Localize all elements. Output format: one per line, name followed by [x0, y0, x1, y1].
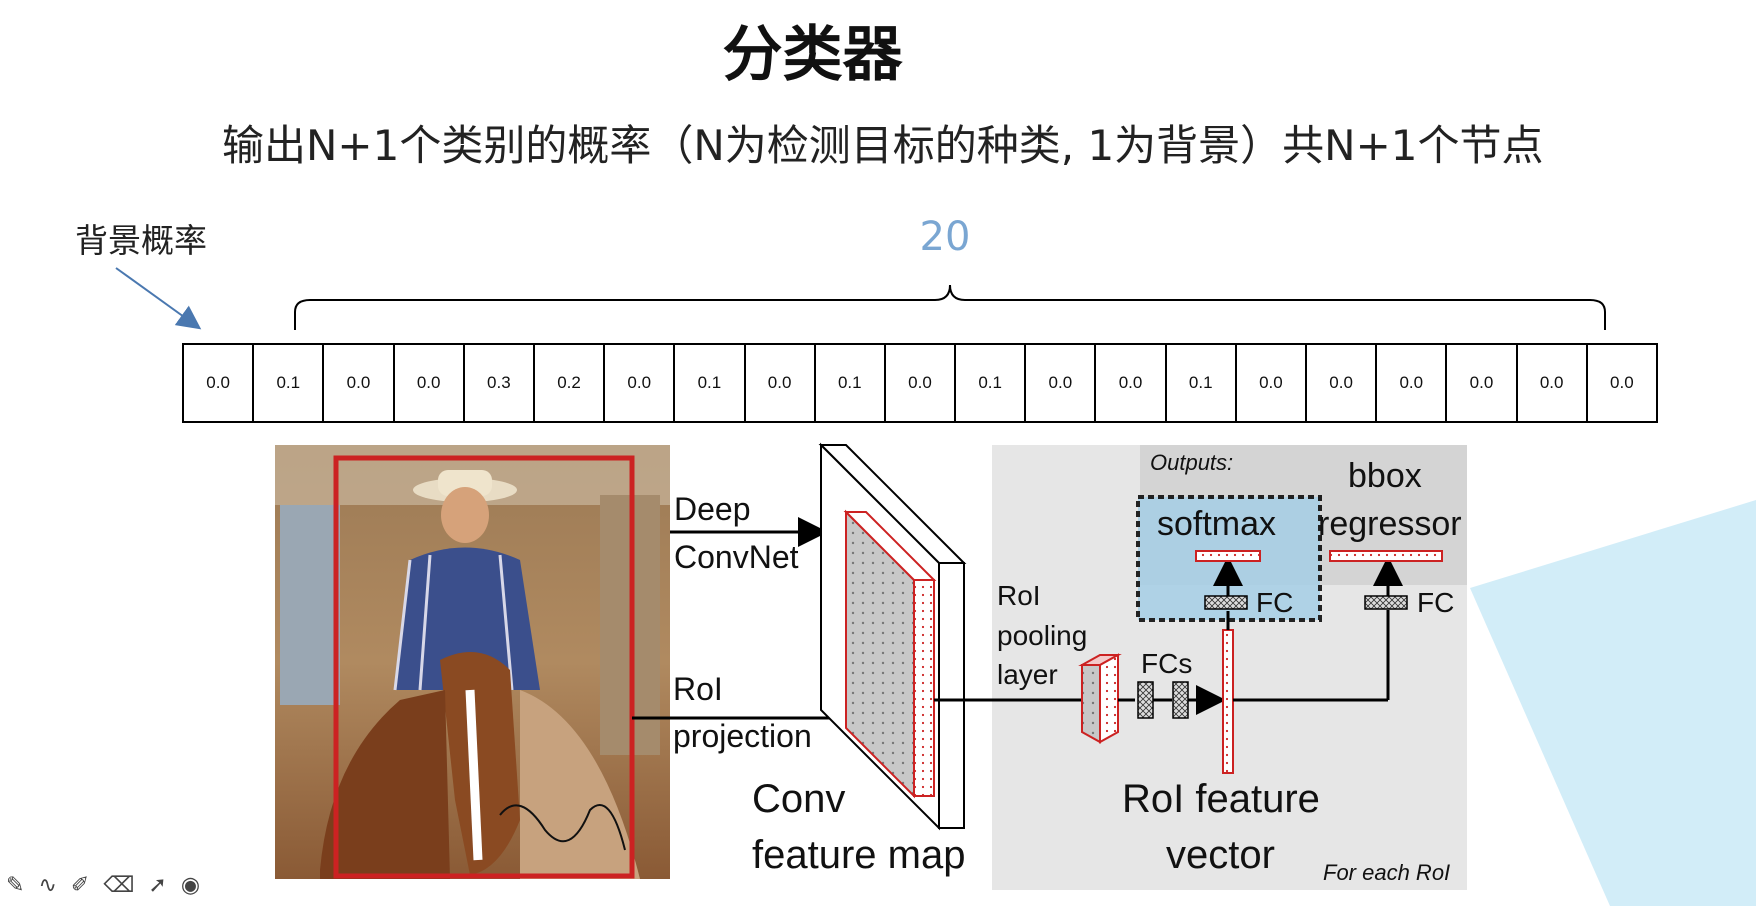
fc-layer-2 [1172, 681, 1189, 719]
softmax-label: softmax [1157, 505, 1276, 543]
background-probability-label: 背景概率 [75, 221, 207, 260]
record-icon[interactable]: ◉ [180, 873, 201, 898]
class-probability-cell: 0.1 [254, 345, 325, 421]
vector-label: vector [1166, 833, 1275, 877]
roi-box [333, 455, 635, 879]
background-arrow [115, 267, 202, 330]
class-probability-cell: 0.0 [1307, 345, 1378, 421]
feature-map-label: feature map [752, 833, 965, 877]
roi-feature-vector-bar [1222, 629, 1234, 774]
slide-subtitle: 输出N+1个类别的概率（N为检测目标的种类, 1为背景）共N+1个节点 [222, 121, 1544, 170]
roi-pool-label-1: RoI [997, 580, 1041, 611]
bbox-label: bbox [1348, 457, 1422, 495]
softmax-fc-label: FC [1256, 587, 1293, 618]
class-probability-cell: 0.1 [675, 345, 746, 421]
class-probability-cell: 0.1 [1167, 345, 1237, 421]
fcs-label: FCs [1141, 648, 1192, 679]
class-probability-cell: 0.0 [1096, 345, 1167, 421]
roi-pool-label-2: pooling [997, 620, 1087, 651]
fc-layer-1 [1137, 681, 1154, 719]
regressor-label: regressor [1318, 505, 1462, 543]
curve-icon[interactable]: ∿ [38, 873, 57, 898]
class-probability-cell: 0.0 [886, 345, 957, 421]
for-each-roi-label: For each RoI [1323, 860, 1450, 885]
class-probability-cell: 0.0 [395, 345, 465, 421]
class-probability-cell: 0.1 [956, 345, 1027, 421]
class-count-label: 20 [919, 214, 971, 260]
class-probability-cell: 0.0 [1447, 345, 1518, 421]
convnet-label: ConvNet [674, 539, 799, 575]
roi-pooled-block [1078, 653, 1122, 744]
class-probability-cell: 0.0 [1237, 345, 1307, 421]
pointer-icon[interactable]: ➚ [148, 873, 167, 898]
pen-icon[interactable]: ✎ [6, 873, 25, 898]
outputs-label: Outputs: [1150, 450, 1233, 475]
class-brace [294, 284, 1606, 330]
eraser-icon[interactable]: ⌫ [103, 873, 135, 898]
conv-feature-map-block [818, 442, 967, 831]
bbox-fc-label: FC [1417, 587, 1454, 618]
presentation-toolbar: ✎ ∿ ✐ ⌫ ➚ ◉ [6, 873, 200, 898]
roi-feature-label: RoI feature [1122, 777, 1320, 821]
class-probability-cell: 0.0 [1026, 345, 1097, 421]
projector-highlight [1470, 500, 1756, 906]
class-probability-cell: 0.1 [816, 345, 886, 421]
roi-label: RoI [673, 671, 723, 707]
marker-icon[interactable]: ✐ [70, 873, 90, 898]
class-probability-cell: 0.0 [324, 345, 395, 421]
input-image [275, 445, 670, 879]
class-probability-cell: 0.0 [605, 345, 676, 421]
background-probability-cell: 0.0 [184, 345, 255, 421]
bbox-fc-layer [1364, 595, 1408, 610]
projection-label: projection [673, 718, 812, 754]
slide-title: 分类器 [722, 20, 903, 90]
softmax-fc-layer [1204, 595, 1248, 610]
conv-label: Conv [752, 777, 845, 821]
class-probability-cell: 0.0 [1610, 373, 1634, 392]
class-probability-cell: 0.3 [465, 345, 535, 421]
class-probability-cell: 0.0 [1377, 345, 1448, 421]
class-probability-cell: 0.0 [746, 345, 816, 421]
roi-pool-label-3: layer [997, 659, 1058, 690]
bbox-output-bar [1329, 550, 1443, 562]
deep-label: Deep [674, 491, 751, 527]
class-probability-cell: 0.2 [535, 345, 606, 421]
class-probability-cell: 0.0 [1518, 345, 1588, 421]
softmax-output-bar [1195, 550, 1261, 562]
